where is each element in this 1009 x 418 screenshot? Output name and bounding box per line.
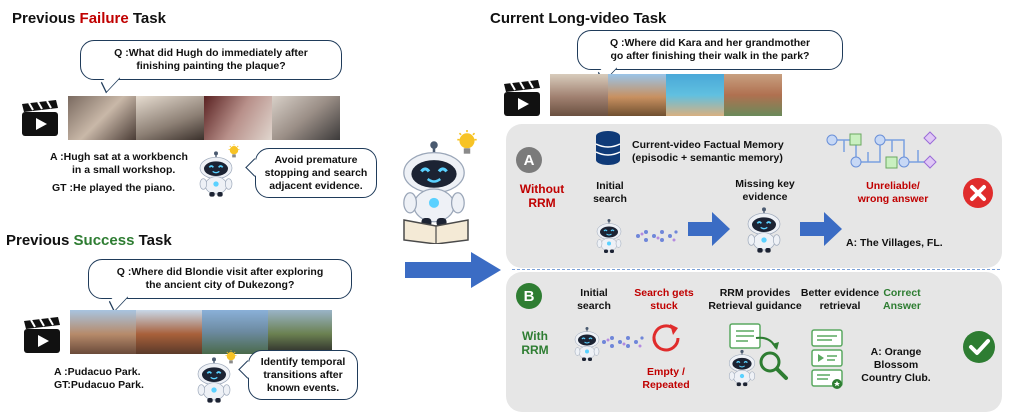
bulb-icon xyxy=(456,130,478,158)
badge-a: A xyxy=(516,147,542,173)
clapper-icon xyxy=(502,78,542,118)
cross-icon xyxy=(963,178,993,208)
robot-icon xyxy=(744,206,784,254)
failure-ground-truth: GT :He played the piano. xyxy=(52,182,176,194)
memory-label: Current-video Factual Memory(episodic + … xyxy=(632,139,784,164)
wrong-answer: A: The Villages, FL. xyxy=(846,237,943,249)
check-icon xyxy=(963,331,995,363)
robot-icon xyxy=(572,326,602,362)
clapper-icon xyxy=(20,98,60,138)
failure-video-frames xyxy=(68,96,340,140)
success-task-title: Previous Success Task xyxy=(6,232,172,249)
graph-icon xyxy=(826,131,937,169)
failure-answer: A :Hugh sat at a workbench in a small wo… xyxy=(50,151,188,176)
robot-icon xyxy=(594,218,624,254)
dots-icon xyxy=(634,228,678,244)
empty-repeated-label: Empty /Repeated xyxy=(642,366,690,391)
current-task-title: Current Long-video Task xyxy=(490,10,667,27)
unreliable-answer-label: Unreliable/wrong answer xyxy=(857,180,929,205)
panel-divider xyxy=(512,269,1000,270)
database-icon xyxy=(595,131,621,165)
current-video-frames xyxy=(550,74,782,116)
failure-task-title: Previous Failure Task xyxy=(12,10,166,27)
bulb-icon xyxy=(225,350,237,366)
badge-b: B xyxy=(516,283,542,309)
arrow-icon xyxy=(688,212,730,246)
success-answer: A :Pudacuo Park. xyxy=(54,366,141,378)
bulb-icon xyxy=(228,144,240,160)
arrow-icon xyxy=(800,212,842,246)
clapper-icon xyxy=(22,315,62,355)
success-question-bubble: Q :Where did Blondie visit after explori… xyxy=(88,259,352,299)
success-video-frames xyxy=(70,310,332,354)
dots-icon xyxy=(600,334,644,350)
success-ground-truth: GT:Pudacuo Park. xyxy=(54,379,144,391)
arrow-icon xyxy=(405,252,501,288)
robot-icon xyxy=(402,140,469,244)
document-icon xyxy=(729,323,761,349)
magnifier-icon xyxy=(755,336,788,380)
document-icon xyxy=(811,329,843,389)
refresh-icon xyxy=(652,324,680,352)
